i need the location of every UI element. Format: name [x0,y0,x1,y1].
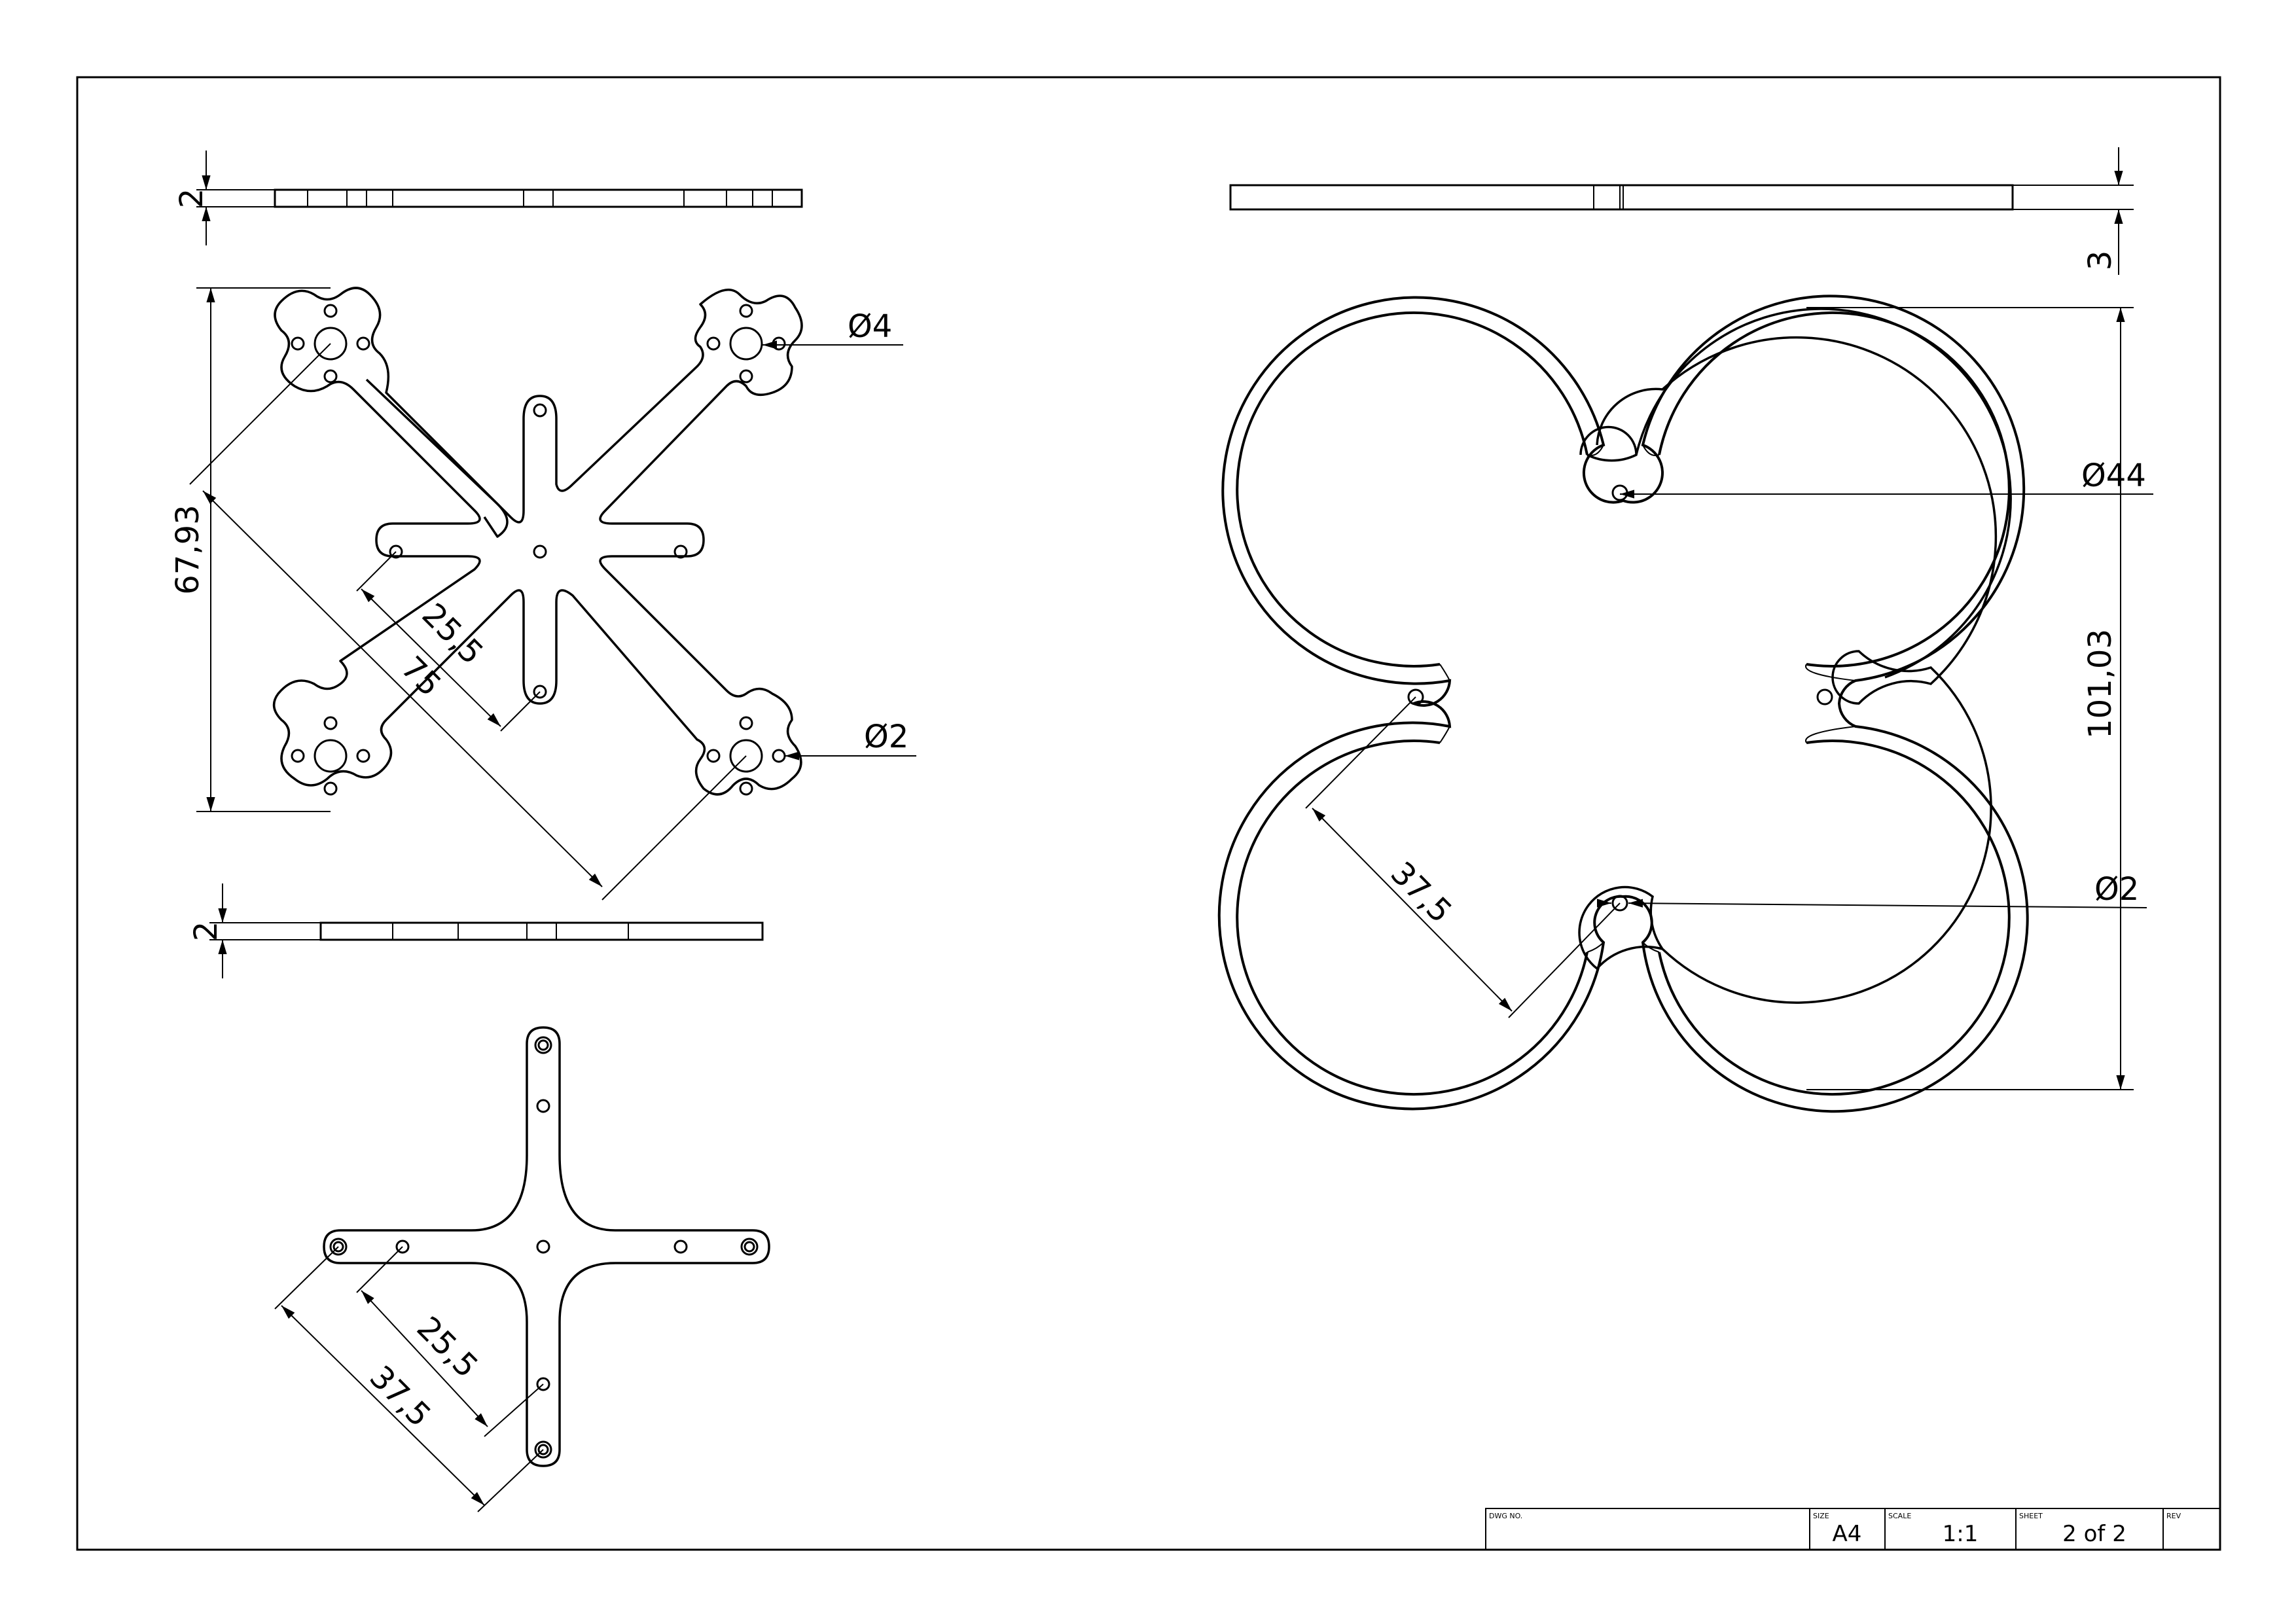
dim-bottom-thickness-label: 2 [188,921,224,942]
title-size-value: A4 [1833,1521,1862,1547]
sheet-border [76,76,2221,1551]
dim-frame-span-label: 101,03 [2082,629,2119,739]
title-dwg-no-label: DWG NO. [1489,1512,1522,1520]
dim-top-thickness [196,151,275,245]
leader-frame-hole [1597,899,2147,908]
dim-frame-diag [1305,696,1621,1018]
dim-frame-thickness-label: 3 [2082,251,2119,271]
title-sheet-value: 2 of 2 [2062,1521,2126,1547]
ring-frame-holes [1407,484,1833,912]
top-side-view [274,188,803,208]
title-sheet-label: SHEET [2019,1512,2043,1520]
dim-cross-plate [274,1246,544,1512]
label-frame-hole: Ø2 [2094,871,2139,908]
dim-x-plate-height-label: 67,93 [170,505,206,594]
label-ring-diameter: Ø44 [2081,457,2146,494]
cross-plate-holes [329,1036,759,1459]
dim-x-plate-diag [189,343,747,901]
dim-frame-span [1806,307,2134,1090]
title-size-label: SIZE [1813,1512,1829,1520]
bottom-side-view [319,921,764,941]
cross-plate [323,1026,770,1467]
label-hole-large: Ø4 [848,308,892,345]
dim-frame-thickness [2013,147,2134,275]
title-block [1485,1508,2221,1550]
frame-side-view [1229,184,2014,211]
dim-bottom-thickness [209,883,321,978]
ring-frame [1217,294,2029,1113]
dim-x-plate-height [196,287,331,812]
title-rev-label: REV [2166,1512,2181,1520]
dim-top-thickness-label: 2 [173,188,210,209]
title-scale-label: SCALE [1888,1512,1911,1520]
x-plate [272,287,803,796]
dim-cross-plate-inner-label: 25,5 [410,1310,485,1385]
x-plate-holes [291,304,786,796]
title-scale-value: 1:1 [1943,1521,1979,1547]
dim-x-plate-diag-outer-label: 75 [394,649,448,704]
label-hole-small: Ø2 [864,719,908,755]
